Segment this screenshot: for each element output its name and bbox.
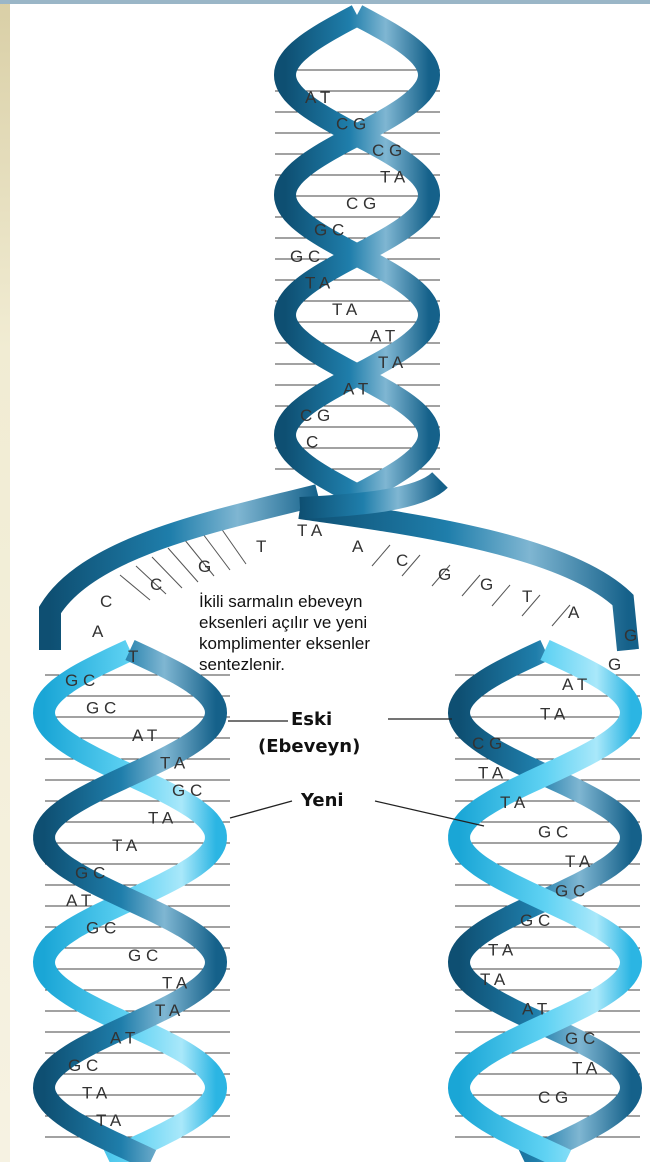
left-pair: G C	[68, 1056, 98, 1075]
yeni-leader-right	[374, 800, 485, 827]
right-pair: T A	[565, 852, 591, 871]
right-pair: T A	[478, 764, 504, 783]
replication-caption: İkili sarmalın ebeveyn eksenleri açılır …	[199, 591, 499, 675]
fork-right-letter: G	[624, 626, 637, 645]
left-helix-strand-front	[32, 640, 228, 1162]
left-pair: A T	[132, 726, 157, 745]
fork-right-letter: G	[608, 655, 621, 674]
top-pair: G C	[290, 247, 320, 266]
top-pair: C G	[300, 406, 330, 425]
left-pair: G C	[75, 864, 105, 883]
label-leader-lines	[228, 718, 485, 827]
slide-sidebar-strip	[0, 0, 10, 1162]
top-pair: A T	[305, 88, 330, 107]
slide-top-strip	[0, 0, 650, 4]
top-pair: T A	[380, 168, 406, 187]
left-pair: T A	[148, 809, 174, 828]
left-pair: A T	[110, 1029, 135, 1048]
left-pair: T A	[160, 754, 186, 773]
fork-left-spoke	[151, 556, 183, 589]
top-pair: C G	[346, 194, 376, 213]
fork-right-letter: G	[438, 565, 451, 584]
caption-line-1: İkili sarmalın ebeveyn	[199, 592, 363, 611]
fork-left-spoke	[183, 538, 215, 577]
right-pair: C G	[538, 1088, 568, 1107]
fork-left-letter: G	[198, 557, 211, 576]
right-pair: G C	[565, 1029, 595, 1048]
left-pair: G C	[86, 919, 116, 938]
fork-right-letter: C	[396, 551, 408, 570]
right-pair: T A	[488, 941, 514, 960]
right-pair: G C	[555, 882, 585, 901]
fork-left-letter: T	[128, 647, 138, 666]
fork-center-pair: T A	[297, 521, 323, 540]
fork-left-spoke	[199, 529, 231, 571]
left-pair: T A	[162, 974, 188, 993]
left-pair: T A	[155, 1001, 181, 1020]
fork-right-letter: A	[568, 603, 580, 622]
left-pair: A T	[66, 891, 91, 910]
top-pair: C G	[336, 115, 366, 134]
left-pair: G C	[172, 781, 202, 800]
right-helix-strand-front	[447, 640, 643, 1162]
dna-strands	[32, 5, 643, 1162]
top-helix-strand-front	[273, 5, 441, 508]
yeni-leader-left	[229, 800, 293, 819]
left-pair: G C	[86, 699, 116, 718]
right-pair: T A	[500, 793, 526, 812]
base-pair-letters: A TC GC GT AC GG CG CT AT AA TT AA TC GC…	[65, 88, 637, 1130]
fork-right-spoke	[461, 574, 481, 597]
top-pair: C	[306, 433, 318, 452]
top-pair: A T	[370, 327, 395, 346]
fork-right-spoke	[491, 584, 511, 607]
fork-right-letter: G	[480, 575, 493, 594]
left-pair: T A	[112, 836, 138, 855]
fork-left-spoke	[119, 574, 151, 601]
label-yeni: Yeni	[301, 790, 344, 811]
fork-left-letter: C	[150, 575, 162, 594]
fork-right-spoke	[371, 544, 391, 567]
label-eski: Eski	[291, 709, 333, 730]
fork-left-letter: C	[100, 592, 112, 611]
fork-right-spoke	[401, 554, 421, 577]
top-pair: T A	[378, 353, 404, 372]
right-pair: A T	[522, 1000, 547, 1019]
caption-line-4: sentezlenir.	[199, 655, 285, 674]
fork-left-letter: A	[92, 622, 104, 641]
top-pair: T A	[332, 300, 358, 319]
caption-line-2: eksenleri açılır ve yeni	[199, 613, 368, 632]
right-pair: A T	[562, 675, 587, 694]
fork-left-spoke	[167, 547, 199, 583]
right-pair: T A	[480, 970, 506, 989]
top-pair: C G	[372, 141, 402, 160]
top-pair: T A	[305, 274, 331, 293]
label-ebeveyn: (Ebeveyn)	[258, 736, 361, 757]
fork-right-letter: T	[522, 587, 532, 606]
fork-right-spoke	[521, 594, 541, 617]
left-pair: T A	[96, 1111, 122, 1130]
fork-left-spoke	[135, 565, 167, 595]
fork-right-spoke	[431, 564, 451, 587]
fork-right-spoke	[551, 604, 571, 627]
fork-join	[299, 471, 448, 519]
top-pair: A T	[343, 380, 368, 399]
caption-line-3: komplimenter eksenler	[199, 634, 371, 653]
right-pair: T A	[540, 705, 566, 724]
right-pair: C G	[472, 734, 502, 753]
fork-left-letter: T	[256, 537, 266, 556]
fork-right-letter: A	[352, 537, 364, 556]
left-pair: G C	[65, 671, 95, 690]
right-pair: T A	[572, 1059, 598, 1078]
left-pair: G C	[128, 946, 158, 965]
right-pair: G C	[538, 823, 568, 842]
right-pair: G C	[520, 911, 550, 930]
top-pair: G C	[314, 221, 344, 240]
fork-left-strand	[39, 484, 321, 650]
left-pair: T A	[82, 1084, 108, 1103]
